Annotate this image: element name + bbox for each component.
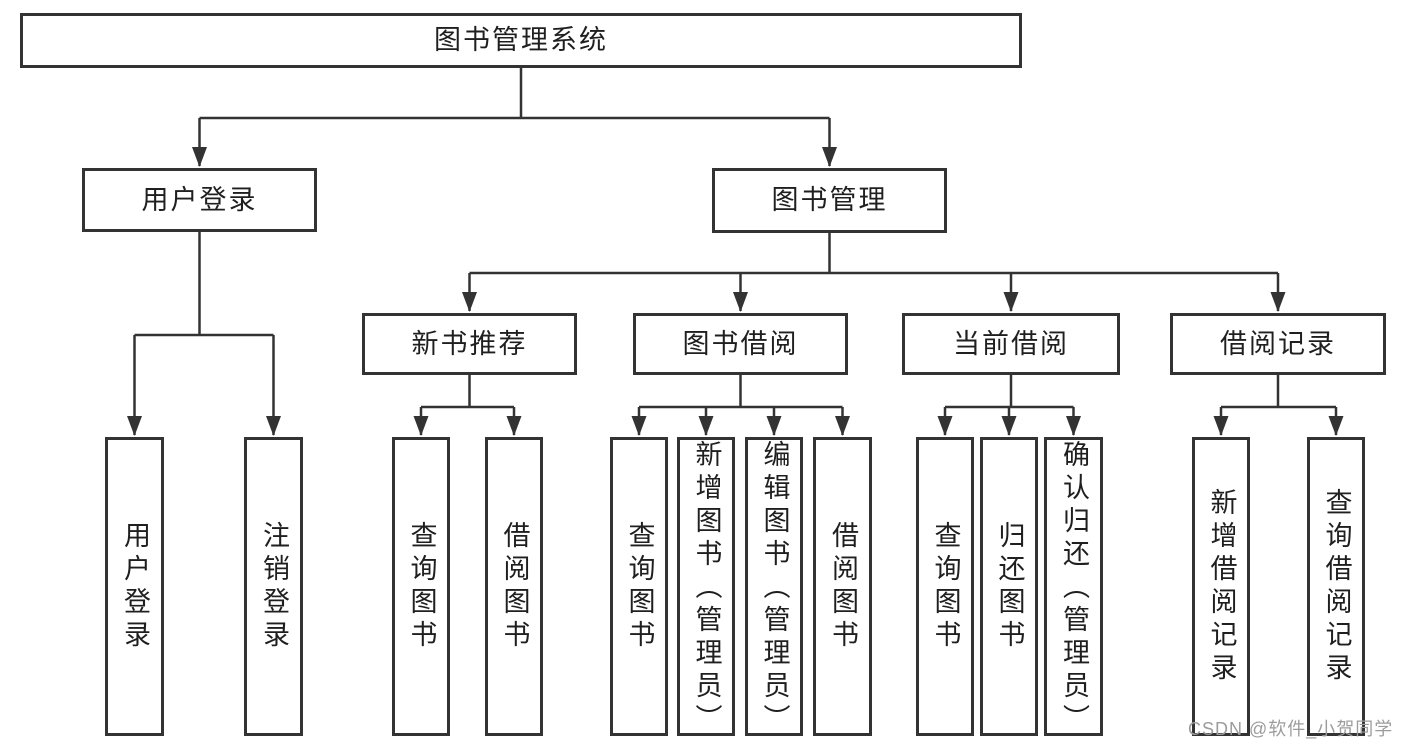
leaf-nbr-query-books: 查询图书 [392,437,450,736]
leaf-cb-confirm-return-admin-label: 确认归还（管理员） [1059,440,1089,737]
edge-book-management-children [462,233,1286,312]
node-book-management: 图书管理 [712,168,947,233]
leaf-br-add-record-label: 新增借阅记录 [1206,487,1237,686]
edge-book-borrow-children [631,375,850,436]
edge-user-login-children [127,232,281,436]
node-library-management-system: 图书管理系统 [20,13,1022,68]
edge-current-borrow-children [937,375,1081,436]
node-new-book-recommend: 新书推荐 [362,313,577,375]
edge-borrow-records-children [1213,375,1344,436]
leaf-cb-confirm-return-admin: 确认归还（管理员） [1044,437,1103,737]
leaf-logout: 注销登录 [244,437,303,736]
leaf-nbr-borrow-books: 借阅图书 [485,437,543,736]
leaf-cb-return-books-label: 归还图书 [994,520,1025,653]
node-current-borrow: 当前借阅 [902,313,1120,375]
edge-new-book-recommend-children [413,375,522,436]
leaf-bb-add-books-admin-label: 新增图书（管理员） [691,440,722,737]
node-book-borrow: 图书借阅 [633,313,848,375]
leaf-br-query-record-label: 查询借阅记录 [1321,487,1352,686]
leaf-nbr-borrow-books-label: 借阅图书 [499,520,530,653]
leaf-cb-return-books: 归还图书 [980,437,1038,736]
leaf-user-login: 用户登录 [105,437,164,736]
leaf-bb-query-books: 查询图书 [610,437,668,736]
node-borrow-records: 借阅记录 [1170,313,1386,375]
leaf-bb-query-books-label: 查询图书 [624,520,655,653]
leaf-cb-query-books: 查询图书 [916,437,974,736]
node-user-login-label: 用户登录 [141,184,258,215]
leaf-br-query-record: 查询借阅记录 [1307,437,1365,736]
leaf-nbr-query-books-label: 查询图书 [406,520,437,653]
node-user-login: 用户登录 [82,168,317,232]
leaf-bb-add-books-admin: 新增图书（管理员） [677,437,735,737]
edge-root-to-level2 [192,68,837,167]
csdn-watermark: CSDN @软件_小贺同学 [1188,719,1394,739]
leaf-bb-borrow-books-label: 借阅图书 [828,520,858,653]
node-new-book-recommend-label: 新书推荐 [411,328,528,359]
node-current-borrow-label: 当前借阅 [953,328,1069,359]
node-book-borrow-label: 图书借阅 [682,328,799,359]
leaf-bb-edit-books-admin-label: 编辑图书（管理员） [759,440,790,737]
node-library-management-system-label: 图书管理系统 [434,25,608,55]
leaf-bb-edit-books-admin: 编辑图书（管理员） [745,437,803,737]
node-book-management-label: 图书管理 [771,185,888,215]
leaf-br-add-record: 新增借阅记录 [1192,437,1250,736]
node-borrow-records-label: 借阅记录 [1220,328,1336,359]
leaf-bb-borrow-books: 借阅图书 [813,437,872,736]
leaf-user-login-label: 用户登录 [120,520,150,653]
leaf-cb-query-books-label: 查询图书 [930,520,961,653]
leaf-logout-label: 注销登录 [259,520,289,653]
